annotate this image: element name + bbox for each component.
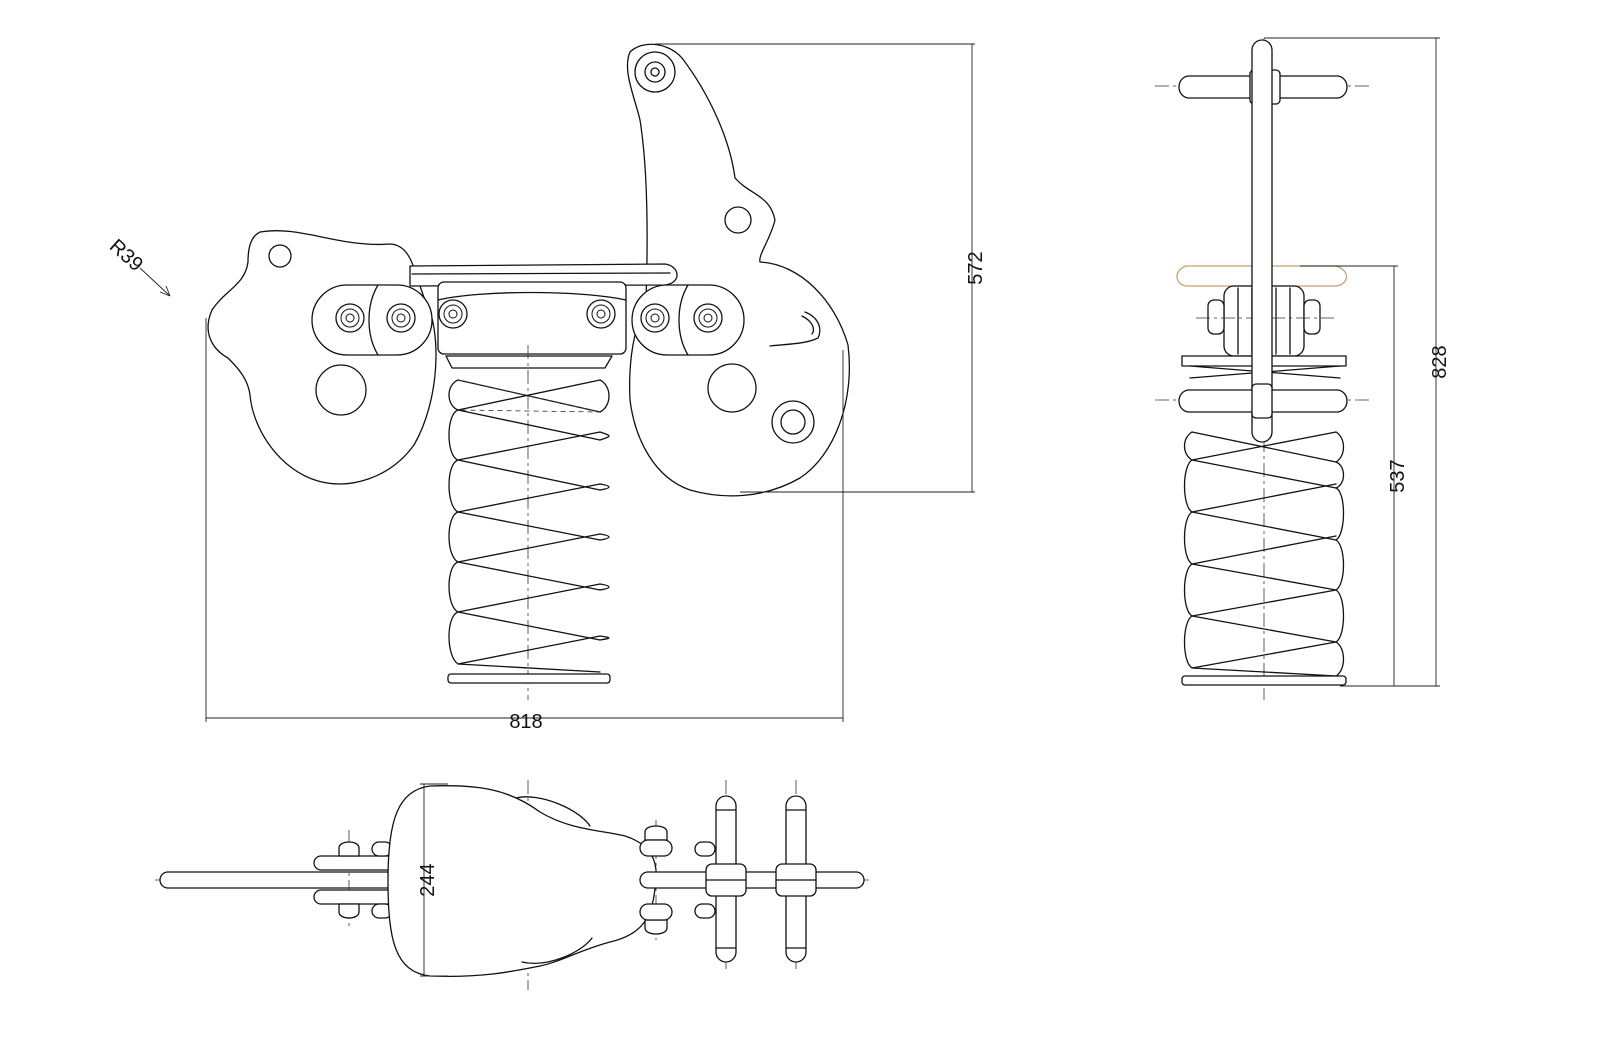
top-handle-bars (705, 780, 817, 970)
front-handle-post (1251, 39, 1273, 443)
side-handle-pivot-inner (650, 67, 660, 77)
top-front-bar (639, 871, 865, 889)
dim-537: 537 (1300, 265, 1409, 686)
front-base-plate (1181, 675, 1347, 686)
side-bolt-1 (335, 303, 365, 333)
side-handle-pivot-outer (634, 51, 676, 93)
side-handle-pivot-mid (644, 61, 666, 83)
side-footrest-outer (771, 400, 815, 444)
dim-572-label: 572 (965, 251, 987, 284)
side-bolt-5 (640, 303, 670, 333)
side-base-plate (447, 673, 611, 684)
radius-label: R39 (105, 235, 147, 276)
side-bolt-3 (438, 299, 468, 329)
top-seat (387, 785, 657, 978)
top-rear-bar (159, 871, 416, 889)
dim-572: 572 (655, 43, 987, 493)
dim-244-label: 244 (417, 863, 439, 896)
side-bolt-strip-right (631, 284, 745, 356)
side-rear-hole-large (315, 364, 367, 416)
side-bolt-4 (586, 299, 616, 329)
side-rear-body (207, 230, 437, 485)
front-view: 828 537 (1155, 37, 1451, 700)
dim-244: 244 (417, 783, 448, 977)
dim-828-label: 828 (1429, 345, 1451, 378)
side-rear-hole-small (268, 244, 292, 268)
side-bolt-2 (386, 303, 416, 333)
dim-818-label: 818 (509, 711, 542, 733)
front-spring (1181, 431, 1347, 686)
side-front-hole-small (724, 206, 752, 234)
radius-annotation: R39 (105, 235, 171, 297)
dim-537-label: 537 (1387, 459, 1409, 492)
dim-828: 828 (1264, 37, 1451, 687)
side-bolt-strip-left (311, 284, 433, 356)
side-view: 818 572 R39 (105, 43, 987, 733)
side-spring (445, 345, 613, 700)
top-view: 244 (155, 780, 870, 990)
side-front-detail-hook (769, 311, 821, 347)
side-footrest-inner (780, 409, 806, 435)
side-clamp-plate (437, 281, 627, 355)
dim-818: 818 (205, 318, 844, 733)
side-bolt-6 (693, 303, 723, 333)
side-bolt-group (335, 299, 723, 333)
top-front-bolts (639, 820, 716, 940)
side-front-hole-large (707, 363, 757, 413)
